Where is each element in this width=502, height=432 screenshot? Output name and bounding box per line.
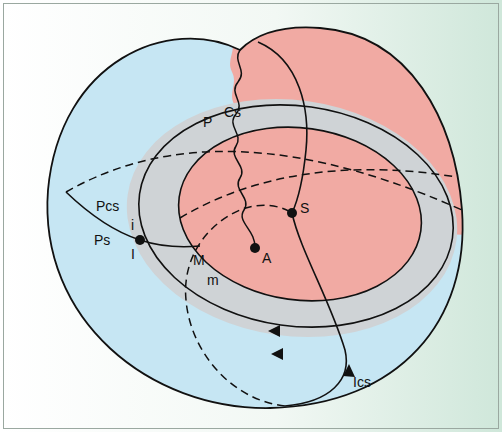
part-label: i — [131, 217, 134, 233]
part-label: S — [300, 200, 309, 216]
part-label: P — [203, 114, 212, 130]
part-label: M — [193, 252, 205, 268]
part-label: m — [207, 272, 219, 288]
part-label: I — [131, 246, 135, 262]
part-label: Ps — [94, 232, 110, 248]
part-label: Pcs — [96, 198, 119, 214]
part-label: Cs — [224, 104, 241, 120]
part-label: A — [262, 250, 271, 266]
part-label: Ics — [353, 374, 371, 390]
